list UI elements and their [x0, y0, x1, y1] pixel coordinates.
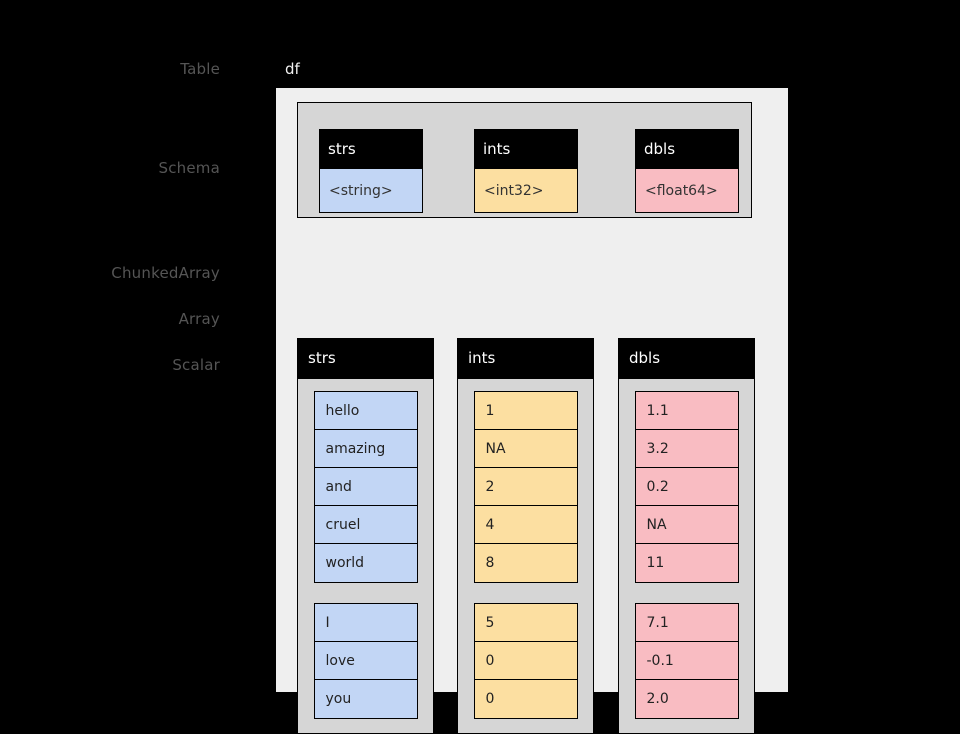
chunked-array-column-name: strs	[297, 338, 434, 379]
scalar-cell: cruel	[314, 506, 417, 544]
chunked-array-column-strs: strs hello amazing and cruel world I lov…	[297, 338, 434, 734]
annotation-table: Table	[180, 60, 220, 78]
chunked-array-column-dbls: dbls 1.1 3.2 0.2 NA 11 7.1 -0.1 2.0	[618, 338, 755, 734]
schema-field-name: strs	[319, 129, 423, 169]
array-chunk: 7.1 -0.1 2.0	[634, 603, 739, 719]
schema-field-type: <int32>	[474, 169, 578, 213]
chunked-array-column-ints: ints 1 NA 2 4 8 5 0 0	[457, 338, 594, 734]
chunked-array-column-body: hello amazing and cruel world I love you	[297, 379, 434, 734]
scalar-cell: 0	[474, 642, 577, 680]
array-chunk: hello amazing and cruel world	[313, 391, 418, 583]
table-container: strs <string> ints <int32> dbls <float64…	[276, 88, 788, 734]
schema-container: strs <string> ints <int32> dbls <float64…	[297, 102, 752, 218]
schema-field-dbls: dbls <float64>	[635, 129, 739, 213]
schema-field-name: ints	[474, 129, 578, 169]
annotation-schema: Schema	[158, 159, 220, 177]
scalar-cell: -0.1	[635, 642, 738, 680]
array-chunk: 1 NA 2 4 8	[473, 391, 578, 583]
schema-field-name: dbls	[635, 129, 739, 169]
scalar-cell: 0	[474, 680, 577, 718]
scalar-cell: NA	[635, 506, 738, 544]
chunked-array-column-name: dbls	[618, 338, 755, 379]
table-name-label: df	[285, 60, 300, 78]
scalar-cell: 11	[635, 544, 738, 582]
annotation-scalar: Scalar	[172, 356, 220, 374]
schema-field-ints: ints <int32>	[474, 129, 578, 213]
scalar-cell: hello	[314, 392, 417, 430]
scalar-cell: amazing	[314, 430, 417, 468]
scalar-cell: 2	[474, 468, 577, 506]
annotation-chunked-array: ChunkedArray	[111, 264, 220, 282]
chunked-array-column-name: ints	[457, 338, 594, 379]
annotation-array: Array	[178, 310, 220, 328]
array-chunk: 1.1 3.2 0.2 NA 11	[634, 391, 739, 583]
scalar-cell: 1.1	[635, 392, 738, 430]
chunked-array-column-body: 1 NA 2 4 8 5 0 0	[457, 379, 594, 734]
scalar-cell: 2.0	[635, 680, 738, 718]
array-chunk: I love you	[313, 603, 418, 719]
scalar-cell: 8	[474, 544, 577, 582]
schema-field-type: <string>	[319, 169, 423, 213]
scalar-cell: NA	[474, 430, 577, 468]
scalar-cell: 1	[474, 392, 577, 430]
schema-field-type: <float64>	[635, 169, 739, 213]
scalar-cell: 0.2	[635, 468, 738, 506]
scalar-cell: world	[314, 544, 417, 582]
scalar-cell: 4	[474, 506, 577, 544]
schema-field-strs: strs <string>	[319, 129, 423, 213]
scalar-cell: 5	[474, 604, 577, 642]
scalar-cell: 3.2	[635, 430, 738, 468]
array-chunk: 5 0 0	[473, 603, 578, 719]
chunked-array-column-body: 1.1 3.2 0.2 NA 11 7.1 -0.1 2.0	[618, 379, 755, 734]
scalar-cell: I	[314, 604, 417, 642]
scalar-cell: you	[314, 680, 417, 718]
scalar-cell: 7.1	[635, 604, 738, 642]
scalar-cell: love	[314, 642, 417, 680]
scalar-cell: and	[314, 468, 417, 506]
